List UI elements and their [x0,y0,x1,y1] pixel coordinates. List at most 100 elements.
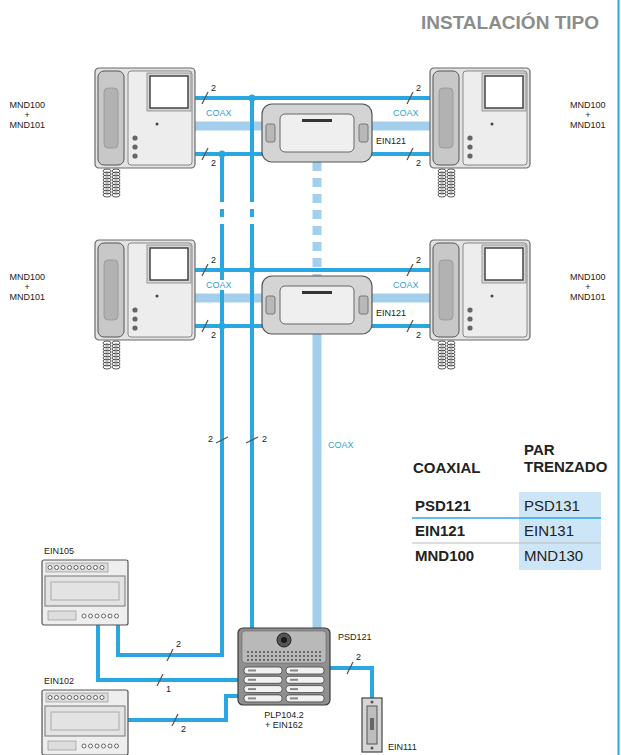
screen [485,76,523,108]
terminal [87,566,91,570]
coiled-cord [103,193,111,197]
terminal [48,566,52,570]
bus-wire [118,326,222,655]
terminal [94,566,98,570]
video-distributor-drawing [262,104,372,162]
conductor-count-slash [407,148,413,160]
call-button [244,695,282,702]
speaker-grille [263,659,265,661]
button-mark [290,679,298,681]
table-cell: EIN121 [415,522,465,539]
junction-dot [219,151,226,158]
power-supply: EIN102 [42,690,128,750]
coiled-cord [112,193,120,197]
terminal [115,614,119,618]
speaker-grille [303,655,305,657]
monitor-body [95,240,195,340]
speaker-grille [247,651,249,653]
coiled-cord [103,365,111,369]
conductor-count-slash [347,662,353,674]
button-mark [290,697,298,699]
handset [433,71,459,165]
handset-grip [439,88,453,148]
model-label: EIN121 [376,136,406,146]
monitor-face [463,243,527,337]
model-label: MND100 + MND101 [9,100,45,130]
lock-plate [362,698,382,752]
conductor-count: 2 [415,158,422,168]
speaker-grille [299,655,301,657]
monitor-face [128,243,192,337]
screen [150,76,188,108]
screen-bezel [147,245,191,283]
video-distributor: EIN121 [262,104,372,162]
coiled-cord [447,193,455,197]
call-button [286,695,324,702]
distributor-cover [280,286,354,324]
bus-wire [118,154,430,655]
bus-wire [330,668,372,698]
speaker-grille [287,659,289,661]
handset-grip [439,260,453,320]
speaker-grille [295,659,297,661]
conductor-count-slash [407,92,413,104]
button-mark [248,697,256,699]
screen [485,248,523,280]
dash-gap [218,217,226,224]
handset-grip [104,88,118,148]
call-button [286,667,324,674]
panel-body [238,628,330,705]
cable-type-label: COAX [327,440,355,450]
screen [150,248,188,280]
video-monitor-drawing [430,68,530,168]
dash-gap [218,202,226,209]
module-front [45,576,125,606]
terminal-strip [48,611,76,620]
speaker-grille [311,659,313,661]
speaker-grille [251,655,253,657]
handset [98,71,124,165]
cable-entry [266,124,275,142]
junction-dot [249,267,256,274]
call-button [244,686,282,693]
module-panel [51,712,119,730]
module-panel [51,582,119,600]
terminal [108,614,112,618]
speaker-grille [311,655,313,657]
call-button [286,686,324,693]
coax-cable [372,294,430,303]
speaker-grille [251,659,253,661]
cable-entry [359,124,368,142]
speaker-grille [255,651,257,653]
speaker-grille [311,651,313,653]
terminal [87,696,91,700]
terminal [82,614,86,618]
conductor-count: 2 [210,330,217,340]
model-label: EIN111 [388,742,417,752]
button-mark [248,670,256,672]
terminal [55,696,59,700]
speaker-grille [255,659,257,661]
conductor-count-slash [167,649,173,661]
table-cell: EIN131 [524,522,574,539]
terminal [102,614,106,618]
speaker-grille [247,655,249,657]
power-supply: EIN105 [42,560,128,625]
power-supply-drawing [42,560,128,625]
terminal [82,744,86,748]
coiled-cord [447,365,455,369]
speaker-grille [267,659,269,661]
latch [370,718,374,730]
door-lock-drawing [362,698,382,752]
terminal [108,744,112,748]
speaker-grille [295,651,297,653]
button [467,325,472,330]
conductor-count-slash [246,437,258,443]
speaker-grille [315,655,317,657]
speaker-grille [279,651,281,653]
speaker-grille [279,655,281,657]
model-label: EIN121 [376,308,406,318]
speaker-grille [267,651,269,653]
conductor-count-slash [202,92,208,104]
camera [277,633,291,647]
